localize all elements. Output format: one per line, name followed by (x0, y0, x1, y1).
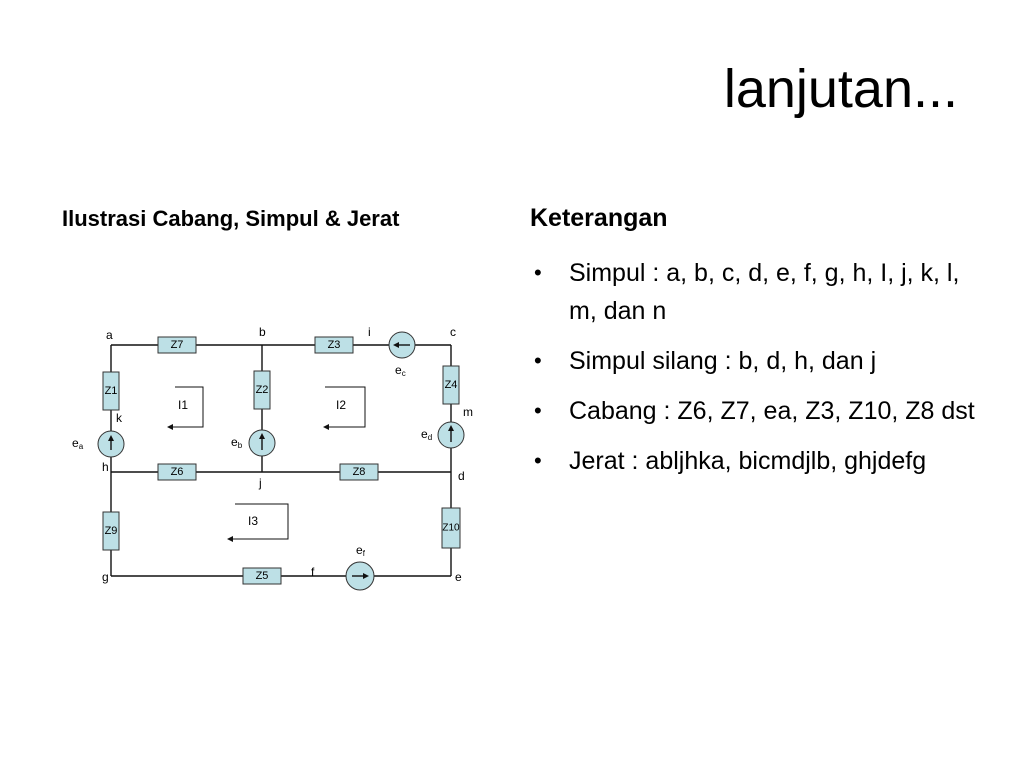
impedance-z10: Z10 (441, 507, 461, 549)
svg-text:Z8: Z8 (353, 466, 366, 478)
node-label-j: j (258, 476, 262, 490)
circuit-wires (110, 344, 452, 577)
svg-text:Z9: Z9 (105, 525, 118, 537)
node-label-e: e (455, 570, 462, 584)
bullet-text: Simpul : a, b, c, d, e, f, g, h, I, j, k… (569, 259, 960, 325)
svg-text:I3: I3 (248, 514, 258, 528)
source-eb: eb (231, 429, 276, 457)
node-label-c: c (450, 325, 456, 339)
svg-text:eb: eb (231, 435, 243, 450)
slide-title: lanjutan... (723, 59, 958, 119)
loop-i1: I1 (167, 386, 204, 430)
notes-list: • Simpul : a, b, c, d, e, f, g, h, I, j, … (530, 254, 980, 492)
svg-text:Z1: Z1 (105, 385, 118, 397)
node-label-a: a (106, 328, 113, 342)
bullet-item-crossing-nodes: • Simpul silang : b, d, h, dan j (530, 342, 980, 380)
bullet-dot: • (534, 348, 542, 373)
source-ea: ea (72, 430, 125, 458)
svg-text:ef: ef (356, 543, 366, 558)
node-label-d: d (458, 469, 465, 483)
bullet-dot: • (534, 448, 542, 473)
node-label-i: i (368, 325, 371, 339)
node-label-h: h (102, 460, 109, 474)
svg-text:I2: I2 (336, 398, 346, 412)
impedance-z3: Z3 (314, 336, 354, 354)
svg-text:ec: ec (395, 363, 406, 378)
svg-text:Z5: Z5 (256, 570, 269, 582)
node-label-m: m (463, 405, 473, 419)
bullet-text: Cabang : Z6, Z7, ea, Z3, Z10, Z8 dst (569, 397, 975, 425)
bullet-item-branches: • Cabang : Z6, Z7, ea, Z3, Z10, Z8 dst (530, 392, 980, 430)
svg-text:Z6: Z6 (171, 466, 184, 478)
svg-text:I1: I1 (178, 398, 188, 412)
impedance-z1: Z1 (102, 371, 120, 411)
impedance-z9: Z9 (102, 511, 120, 551)
diagram-heading: Ilustrasi Cabang, Simpul & Jerat (62, 206, 400, 231)
source-ed: ed (421, 421, 465, 449)
source-ef: ef (345, 543, 375, 591)
svg-text:ed: ed (421, 427, 432, 442)
svg-text:Z2: Z2 (256, 384, 269, 396)
bullet-text: Jerat : abljhka, bicmdjlb, ghjdefg (569, 447, 927, 475)
svg-text:Z10: Z10 (442, 523, 460, 534)
bullet-item-nodes: • Simpul : a, b, c, d, e, f, g, h, I, j, … (530, 254, 980, 330)
node-label-g: g (102, 570, 109, 584)
node-label-b: b (259, 325, 266, 339)
svg-text:Z7: Z7 (171, 339, 184, 351)
impedance-z6: Z6 (157, 463, 197, 481)
notes-heading: Keterangan (530, 204, 668, 232)
svg-text:Z4: Z4 (445, 379, 458, 391)
bullet-text: Simpul silang : b, d, h, dan j (569, 347, 877, 375)
node-label-k: k (116, 411, 123, 425)
svg-text:Z3: Z3 (328, 339, 341, 351)
node-label-f: f (311, 565, 315, 579)
svg-text:ea: ea (72, 436, 84, 451)
loop-i2: I2 (323, 386, 366, 430)
impedance-z5: Z5 (242, 567, 282, 585)
circuit-diagram: Z7 Z3 Z1 Z2 Z4 Z6 Z8 Z9 Z10 Z5 ea eb ec … (72, 325, 473, 591)
bullet-dot: • (534, 398, 542, 423)
bullet-item-loops: • Jerat : abljhka, bicmdjlb, ghjdefg (530, 442, 980, 480)
bullet-dot: • (534, 260, 542, 285)
impedance-z4: Z4 (442, 365, 460, 405)
impedance-z7: Z7 (157, 336, 197, 354)
source-ec: ec (388, 331, 416, 378)
impedance-z2: Z2 (253, 370, 271, 410)
loop-i3: I3 (227, 503, 289, 542)
impedance-z8: Z8 (339, 463, 379, 481)
